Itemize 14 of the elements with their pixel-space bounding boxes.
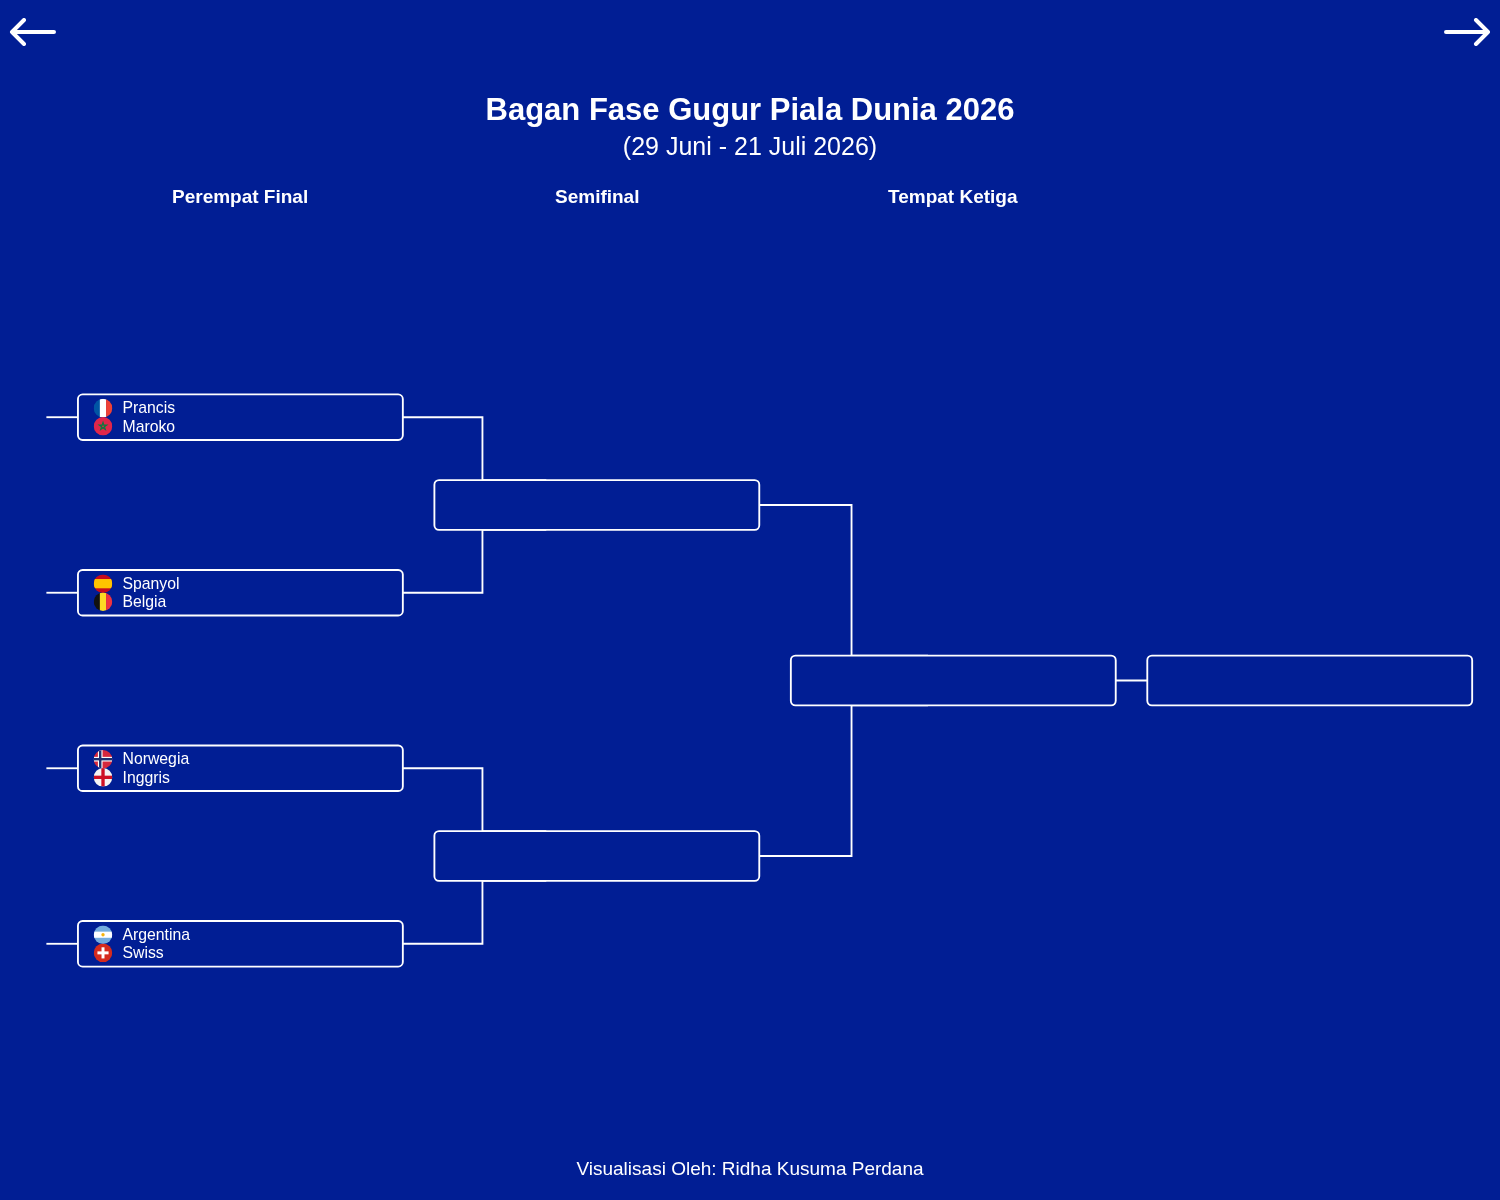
node-box: Spanyol Belgia (77, 568, 404, 616)
node-box (433, 829, 761, 882)
column-heading: Semifinal (555, 186, 640, 208)
node-box: Argentina Swiss (77, 919, 404, 967)
node-box: Prancis Maroko (77, 393, 404, 441)
subtitle: (29 Juni - 21 Juli 2026) (622, 132, 878, 160)
node-box (433, 478, 761, 531)
column-heading: Perempat Final (172, 186, 309, 208)
node-box (789, 654, 1117, 706)
title: Bagan Fase Gugur Piala Dunia 2026 (485, 92, 1015, 127)
node-box (1146, 654, 1474, 706)
node-box: Norwegia Inggris (77, 744, 404, 792)
column-heading: Tempat Ketiga (888, 186, 1018, 208)
credit-caption: Visualisasi Oleh: Ridha Kusuma Perdana (576, 1158, 924, 1179)
